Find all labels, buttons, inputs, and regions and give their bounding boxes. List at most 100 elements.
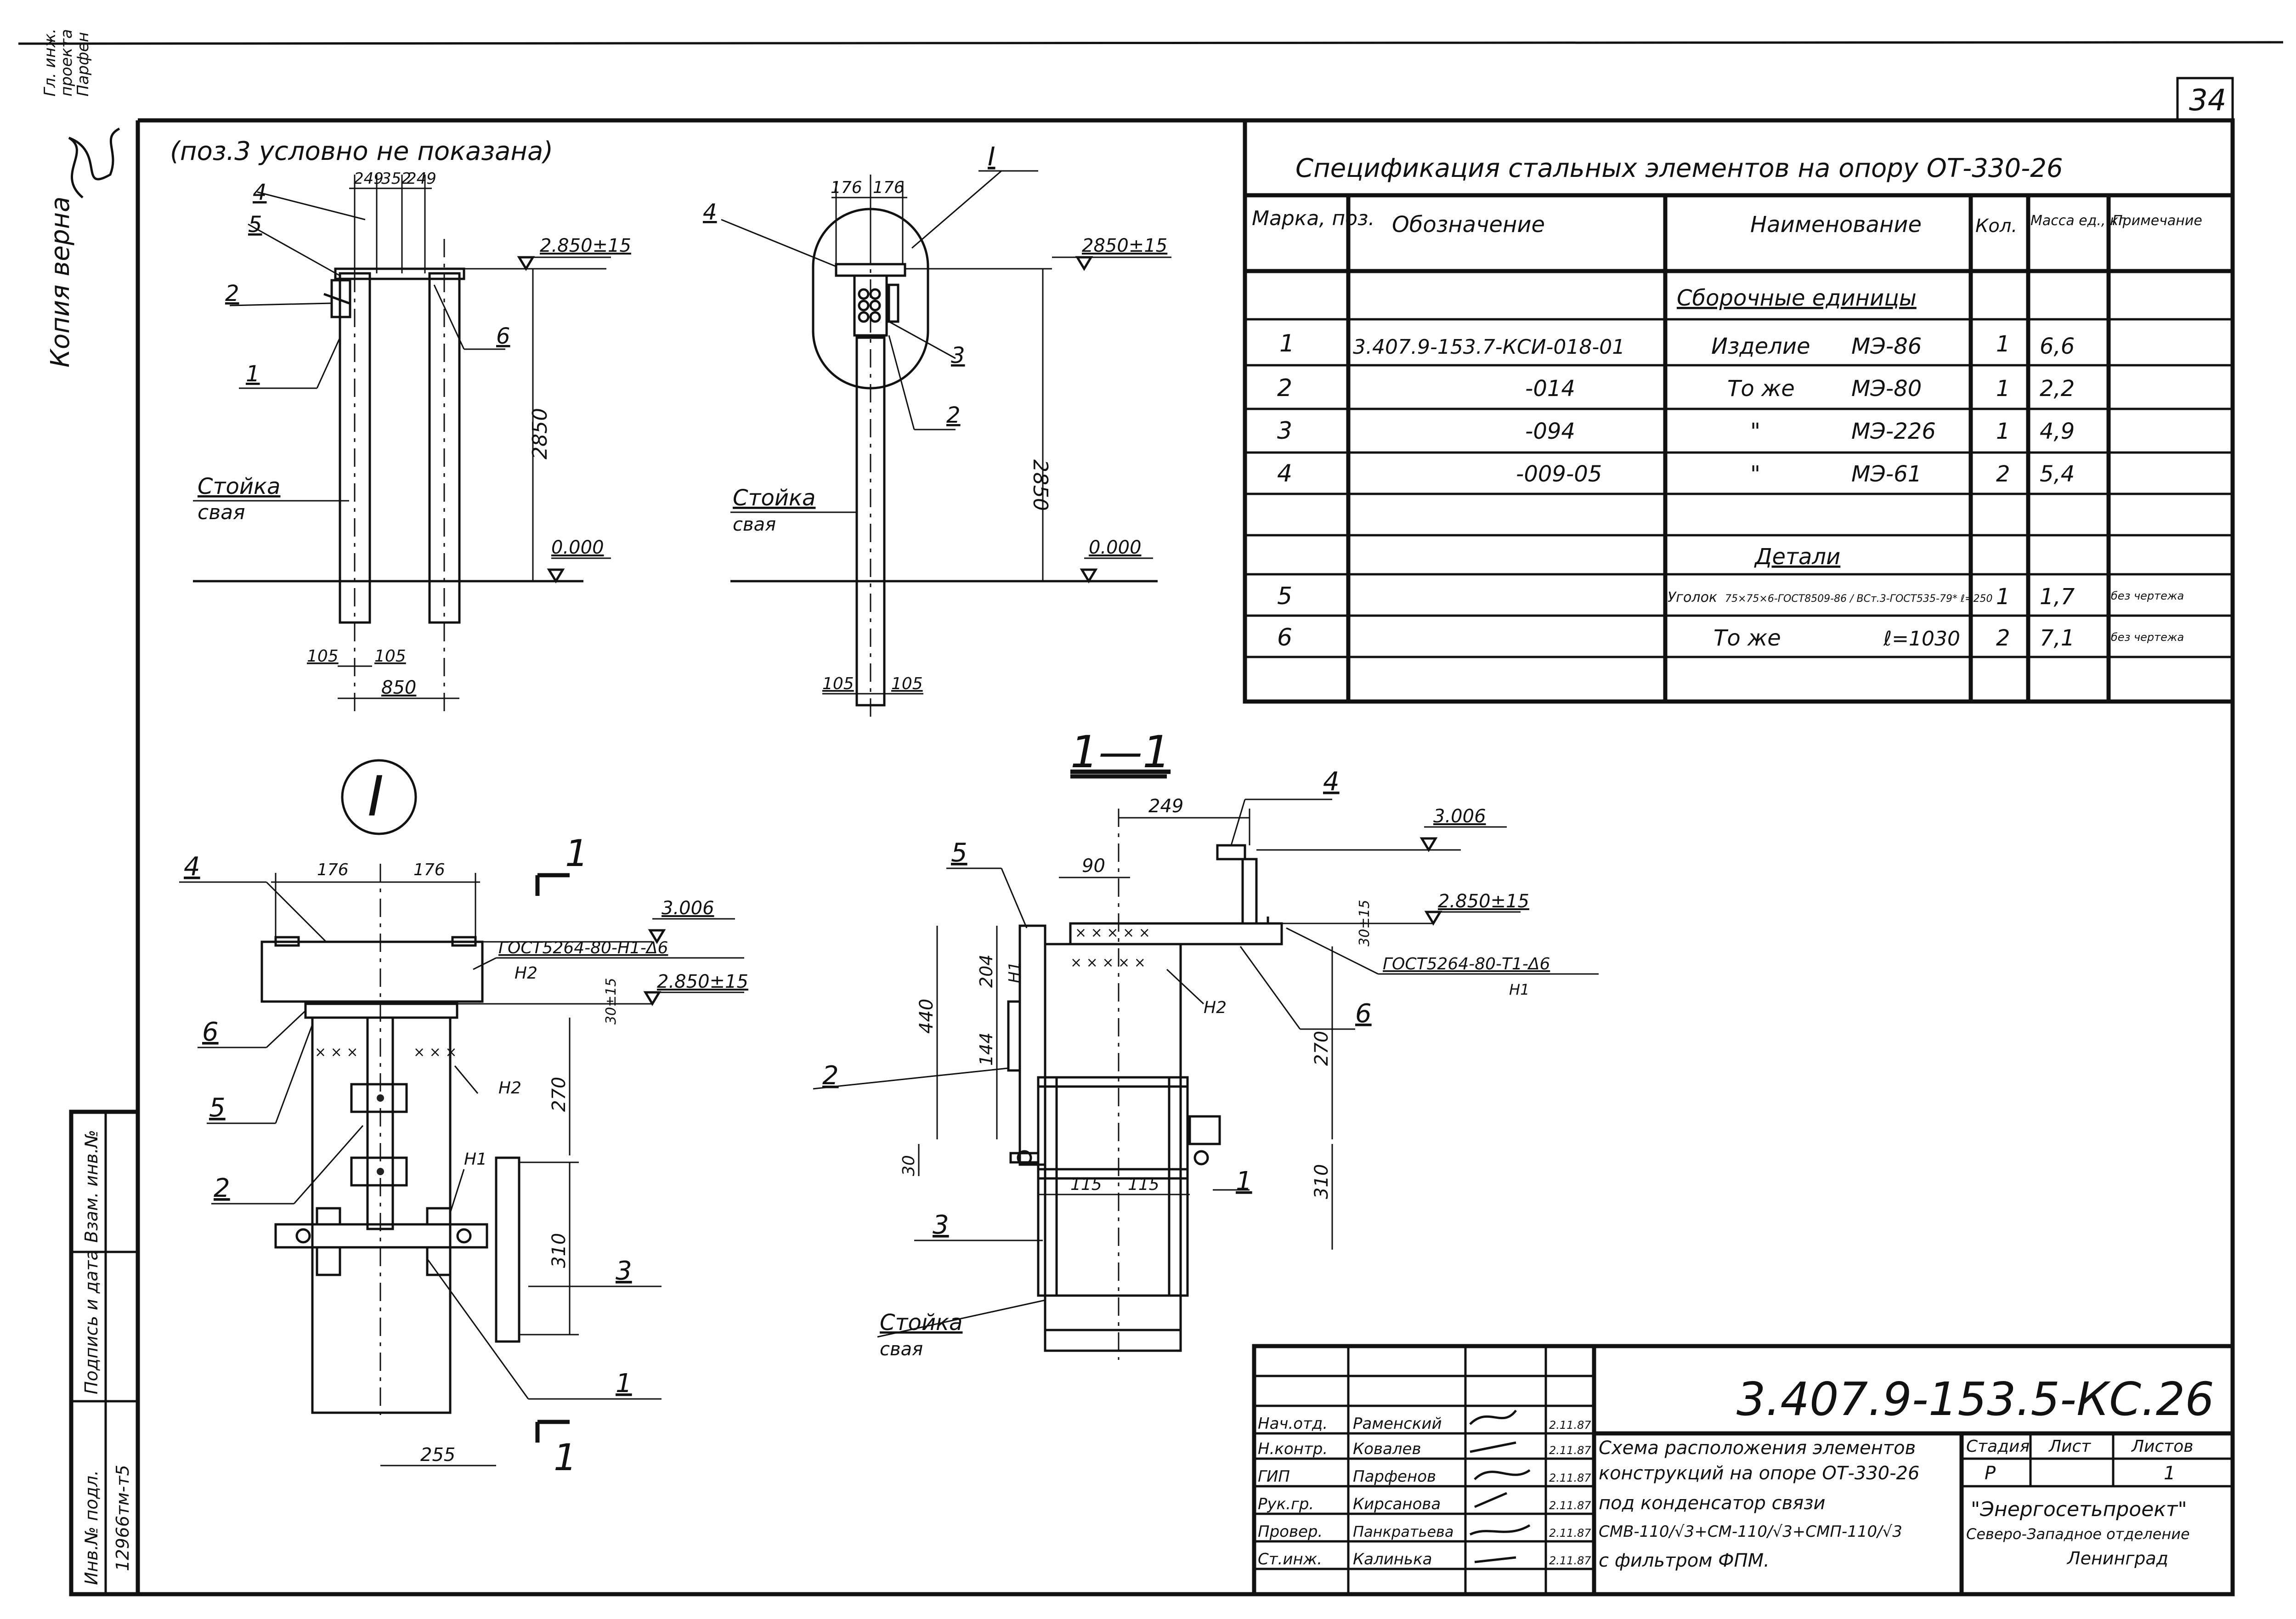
svg-text:× × × × ×: × × × × × — [1075, 925, 1150, 941]
svg-text:× × ×: × × × — [413, 1044, 457, 1060]
tb-date-5: 2.11.87 — [1549, 1527, 1591, 1540]
v2-dim-2850: 2850 — [1029, 459, 1052, 511]
s11-dim-30: 30±15 — [1357, 900, 1373, 946]
spec-row2-name-a: То же — [1727, 376, 1795, 402]
dI-label-5: 5 — [209, 1093, 226, 1123]
tb-date-4: 2.11.87 — [1549, 1499, 1591, 1512]
s11-dim-440: 440 — [916, 999, 937, 1034]
tb-date-2: 2.11.87 — [1549, 1444, 1591, 1457]
spec-table: Спецификация стальных элементов на опору… — [1243, 118, 2235, 704]
signatures — [1469, 1410, 1531, 1563]
spec-header-mass: Масса ед., кг — [2030, 213, 2126, 229]
dI-weld-n2a: Н2 — [515, 964, 537, 983]
spec-row6-name-b: ℓ=1030 — [1883, 627, 1960, 651]
dI-dim-30: 30±15 — [603, 978, 619, 1025]
svg-text:1: 1 — [565, 832, 588, 875]
v2-label-I: I — [988, 142, 995, 172]
spec-row2-mass: 2,2 — [2040, 376, 2075, 402]
spec-row3-designation: -094 — [1525, 419, 1575, 444]
tb-desc-4: СМВ-110/√3+СМ-110/√3+СМП-110/√3 — [1599, 1523, 1902, 1541]
s11-pile-svaya: свая — [880, 1339, 923, 1360]
s11-dim-204: 204 — [976, 954, 996, 988]
dI-dim-310: 310 — [549, 1233, 570, 1268]
spec-row1-designation: 3.407.9-153.7-КСИ-018-01 — [1353, 335, 1625, 359]
stamp-line-3: Парфен — [74, 32, 92, 96]
tb-role-6: Ст.инж. — [1258, 1550, 1322, 1568]
dI-label-4: 4 — [184, 852, 200, 882]
dI-label-3: 3 — [616, 1256, 632, 1286]
spec-row6-name-a: То же — [1714, 625, 1781, 651]
s11-label-2: 2 — [822, 1061, 839, 1091]
s11-dim-310: 310 — [1311, 1164, 1332, 1199]
dI-dim-176a: 176 — [317, 860, 349, 879]
s11-label-1: 1 — [1236, 1166, 1252, 1196]
v1-dim-105a: 105 — [307, 647, 339, 666]
tb-name-4: Кирсанова — [1353, 1495, 1441, 1513]
tb-stage: Р — [1985, 1463, 1996, 1484]
tb-date-3: 2.11.87 — [1549, 1472, 1591, 1484]
spec-row3-qty: 1 — [1996, 419, 2010, 444]
tb-date-6: 2.11.87 — [1549, 1554, 1591, 1567]
spec-row5-name-a: Уголок — [1668, 589, 1717, 606]
svg-text:× × ×: × × × — [315, 1044, 358, 1060]
v2-label-4: 4 — [703, 199, 717, 225]
signature-scribble — [68, 127, 120, 198]
tb-sheets: 1 — [2164, 1463, 2175, 1484]
stamp-line-1: Гл. инж. — [41, 28, 59, 96]
dI-label-1: 1 — [616, 1369, 632, 1398]
s11-dim-90: 90 — [1082, 855, 1105, 877]
s11-weld-n2: Н2 — [1204, 998, 1227, 1017]
spec-row3-pos: 3 — [1277, 417, 1292, 445]
tb-org-2: Северо-Западное отделение — [1966, 1525, 2190, 1543]
dI-elev-2850: 2.850±15 — [657, 971, 748, 992]
tb-desc-1: Схема расположения элементов — [1599, 1438, 1916, 1459]
s11-pile-stoyka: Стойка — [880, 1310, 962, 1336]
v2-dim-176a: 176 — [831, 178, 862, 197]
v1-label-5: 5 — [248, 212, 262, 238]
drawing-note: (поз.3 условно не показана) — [170, 136, 553, 166]
s11-dim-249: 249 — [1148, 796, 1183, 817]
side-stamp-col2: Подпись и дата — [81, 1250, 102, 1394]
v2-pile-stoyka: Стойка — [733, 485, 815, 511]
v1-pile-stoyka: Стойка — [198, 474, 280, 499]
dI-cut-label: 1 — [554, 1436, 577, 1479]
s11-elev-2850: 2.850±15 — [1438, 891, 1529, 912]
tb-sheets-label: Листов — [2131, 1437, 2193, 1456]
tb-name-2: Ковалев — [1353, 1440, 1421, 1458]
spec-row5-mass: 1,7 — [2040, 584, 2075, 610]
s11-dim-30b: 30 — [899, 1155, 918, 1176]
stamp-line-2: проекта — [57, 29, 76, 96]
dI-dim-176b: 176 — [413, 860, 445, 879]
detail-I-marker: I — [368, 765, 384, 829]
v1-pile-svaya: свая — [198, 501, 245, 524]
dI-weld-n1: Н1 — [464, 1150, 487, 1169]
svg-text:× × × × ×: × × × × × — [1070, 955, 1146, 971]
spec-row2-qty: 1 — [1996, 376, 2010, 402]
v1-label-2: 2 — [225, 281, 239, 306]
spec-row4-qty: 2 — [1996, 461, 2010, 487]
section-1-1: 1—1 × × × × × × × × × × 249 90 — [813, 726, 1599, 1360]
v2-dim-105a: 105 — [822, 674, 854, 693]
v1-label-4: 4 — [253, 180, 267, 205]
v2-dim-105b: 105 — [891, 674, 923, 693]
tb-role-5: Провер. — [1258, 1523, 1323, 1541]
spec-row4-name-b: МЭ-61 — [1851, 461, 1922, 487]
tb-sheet-label: Лист — [2048, 1437, 2091, 1456]
s11-label-6: 6 — [1355, 999, 1372, 1029]
dI-weld-gost: ГОСТ5264-80-Н1-Δ6 — [498, 939, 668, 957]
s11-weld-n1a: Н1 — [1509, 981, 1529, 998]
tb-desc-5: с фильтром ФПМ. — [1599, 1550, 1770, 1571]
spec-title: Спецификация стальных элементов на опору… — [1295, 153, 2063, 183]
tb-name-1: Раменский — [1353, 1415, 1442, 1433]
spec-row6-pos: 6 — [1277, 624, 1292, 651]
s11-weld-n1b: Н1 — [1006, 962, 1024, 983]
spec-section-assembly: Сборочные единицы — [1677, 285, 1917, 311]
tb-desc-2: конструкций на опоре ОТ-330-26 — [1599, 1463, 1919, 1484]
dI-elev-3006: 3.006 — [662, 898, 714, 919]
tb-name-3: Парфенов — [1353, 1467, 1436, 1486]
spec-header-qty: Кол. — [1975, 215, 2017, 237]
spec-row2-name-b: МЭ-80 — [1851, 376, 1922, 402]
spec-row1-mass: 6,6 — [2040, 334, 2075, 359]
v1-dim-249a: 249 — [354, 170, 384, 188]
v2-pile-svaya: свая — [733, 514, 776, 535]
